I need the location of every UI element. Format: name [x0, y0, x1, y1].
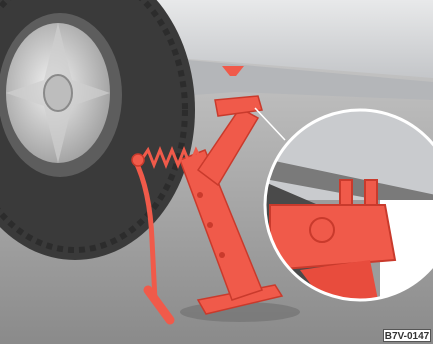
figure-code-label: B7V-0147: [383, 329, 431, 342]
